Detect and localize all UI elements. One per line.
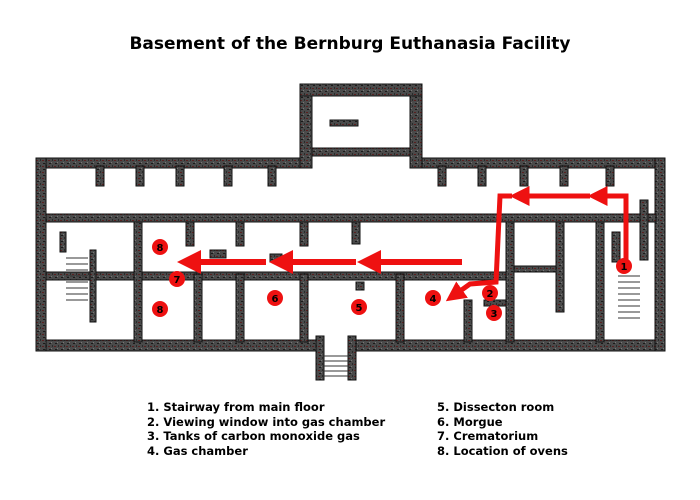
partition [269,253,283,263]
marker-1-label: 1 [621,262,628,273]
corridor-wall-upper [45,213,657,223]
marker-7: 7 [169,271,185,287]
partition [193,273,203,343]
marker-6: 6 [267,290,283,306]
legend-right: 5. Dissecton room 6. Morgue 7. Crematori… [437,400,568,458]
legend-item-6: 6. Morgue [437,414,503,429]
legend-item-5: 5. Dissecton room [437,400,555,414]
partition [299,273,309,343]
corridor-wall-lower [45,271,507,281]
partition [519,165,529,187]
page-title: Basement of the Bernburg Euthanasia Faci… [129,34,571,54]
stairs [66,257,640,377]
outer-wall-left [35,157,47,352]
marker-3: 3 [486,305,502,321]
partition [235,221,245,247]
partition [611,231,621,263]
stairs-left [66,257,88,301]
partition [135,165,145,187]
route-arrows [177,186,629,302]
partition [235,273,245,343]
route-arrow-stair-to-corridor [587,186,629,262]
partition [463,299,473,343]
marker-5-label: 5 [356,303,363,314]
marker-1: 1 [616,258,632,274]
partition [223,165,233,187]
entrance-wall-right [347,335,357,381]
building-walls [35,83,666,381]
markers: 1 2 3 4 5 6 7 8 8 [152,239,632,321]
partition [513,265,563,273]
marker-8-bottom-label: 8 [157,305,164,316]
partition [175,165,185,187]
marker-5: 5 [351,299,367,315]
partition [59,231,67,253]
outer-wall-right [654,157,666,352]
partition [351,221,361,245]
marker-4-label: 4 [430,294,437,305]
partition [605,165,615,187]
partition [639,199,649,261]
partition [505,221,515,343]
stairs-entrance [324,355,348,377]
partition [299,221,309,247]
outer-wall-bottom-left [35,339,317,352]
legend-left: 1. Stairway from main floor 2. Viewing w… [147,400,385,458]
partition [185,221,195,247]
tower-wall-right [409,83,423,169]
tower-wall-top [299,83,423,97]
partition [559,165,569,187]
legend-item-8: 8. Location of ovens [437,443,568,458]
partition [95,165,105,187]
marker-8-bottom: 8 [152,301,168,317]
partition [209,249,227,259]
marker-4: 4 [425,290,441,306]
outer-wall-top-left [35,157,305,169]
partition [267,165,277,187]
marker-7-label: 7 [174,275,181,286]
marker-2: 2 [482,285,498,301]
partition [355,281,365,291]
outer-wall-top-right [418,157,666,169]
marker-6-label: 6 [272,294,279,305]
marker-8-top-label: 8 [157,243,164,254]
partition [89,249,97,323]
tower-inner-wall [311,147,411,157]
legend-item-2: 2. Viewing window into gas chamber [147,414,386,429]
partition [395,273,405,343]
marker-8-top: 8 [152,239,168,255]
entrance-wall-left [315,335,325,381]
stairs-right [618,275,640,319]
partition [477,165,487,187]
partition [437,165,447,187]
partition [555,221,565,313]
route-arrow-down-to-chamber [445,193,512,302]
tower-wall-left [299,83,313,169]
legend-item-4: 4. Gas chamber [147,443,248,458]
legend-item-1: 1. Stairway from main floor [147,400,325,414]
marker-3-label: 3 [491,309,498,320]
legend-item-7: 7. Crematorium [437,429,539,444]
marker-2-label: 2 [487,289,494,300]
tower-window [329,119,359,127]
partition [595,221,605,343]
legend-item-3: 3. Tanks of carbon monoxide gas [147,429,360,444]
partition [133,221,143,343]
